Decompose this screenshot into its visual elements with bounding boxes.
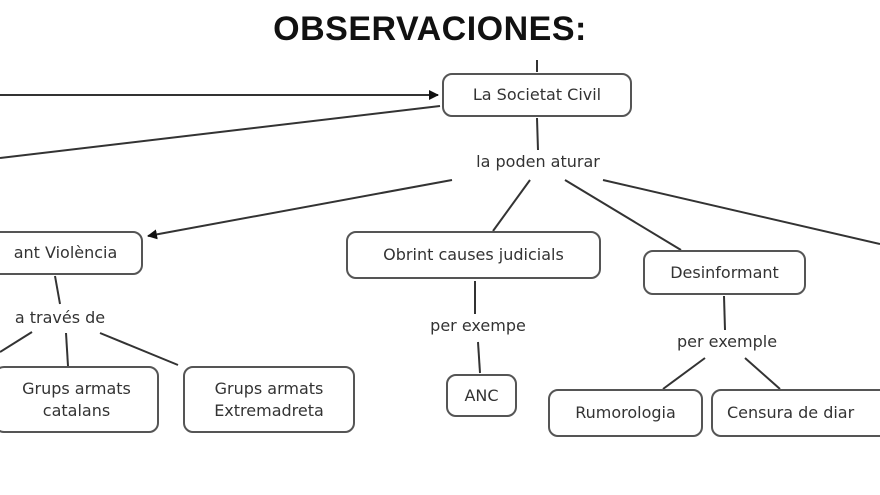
node-label: Extremadreta (214, 400, 324, 420)
node-label: La Societat Civil (472, 85, 602, 104)
node-societat-civil[interactable]: La Societat Civil (442, 73, 632, 117)
line-exemple-censura (744, 357, 781, 390)
node-censura[interactable]: Censura de diar (711, 389, 880, 437)
page-title: OBSERVACIONES: (273, 10, 587, 48)
node-label: ant Violència (13, 243, 118, 262)
line-traves-catalans (65, 332, 69, 367)
node-violencia[interactable]: ant Violència (0, 231, 143, 275)
node-label: Desinformant (670, 262, 779, 282)
node-label: Rumorologia (575, 403, 676, 422)
link-label-per-exemple: per exemple (674, 332, 780, 351)
line-exemple-rumorologia (662, 357, 706, 390)
node-rumorologia[interactable]: Rumorologia (548, 389, 703, 437)
link-label-a-traves-de: a través de (12, 308, 108, 327)
arrow-to-violencia (147, 179, 453, 240)
node-causes-judicials[interactable]: Obrint causes judicials (346, 231, 601, 279)
node-label: Censura de diar (727, 403, 855, 422)
line-aturar-judicials (492, 179, 531, 232)
link-label-per-exempe: per exempe (428, 316, 528, 335)
node-label: Grups armats (214, 378, 324, 398)
line-desinformant-exemple (723, 295, 726, 331)
node-label: Obrint causes judicials (383, 245, 564, 264)
line-aturar-right (602, 179, 880, 245)
line-traves-extrema (99, 332, 179, 366)
line-exempe-anc (477, 341, 481, 374)
node-grups-armats-extremadreta[interactable]: Grups armats Extremadreta (183, 366, 355, 433)
node-grups-armats-catalans[interactable]: Grups armats catalans (0, 366, 159, 433)
line-societat-left (0, 105, 441, 159)
line-aturar-desinformant (564, 179, 682, 251)
line-societat-aturar (536, 117, 539, 151)
node-label: ANC (464, 385, 499, 405)
node-desinformant[interactable]: Desinformant (643, 250, 806, 295)
node-label: Grups armats (22, 378, 131, 398)
line-violencia-traves (54, 275, 61, 305)
link-label-poden-aturar: la poden aturar (474, 152, 602, 171)
line-traves-left (0, 331, 33, 353)
node-anc[interactable]: ANC (446, 374, 517, 417)
node-label: catalans (42, 400, 111, 420)
